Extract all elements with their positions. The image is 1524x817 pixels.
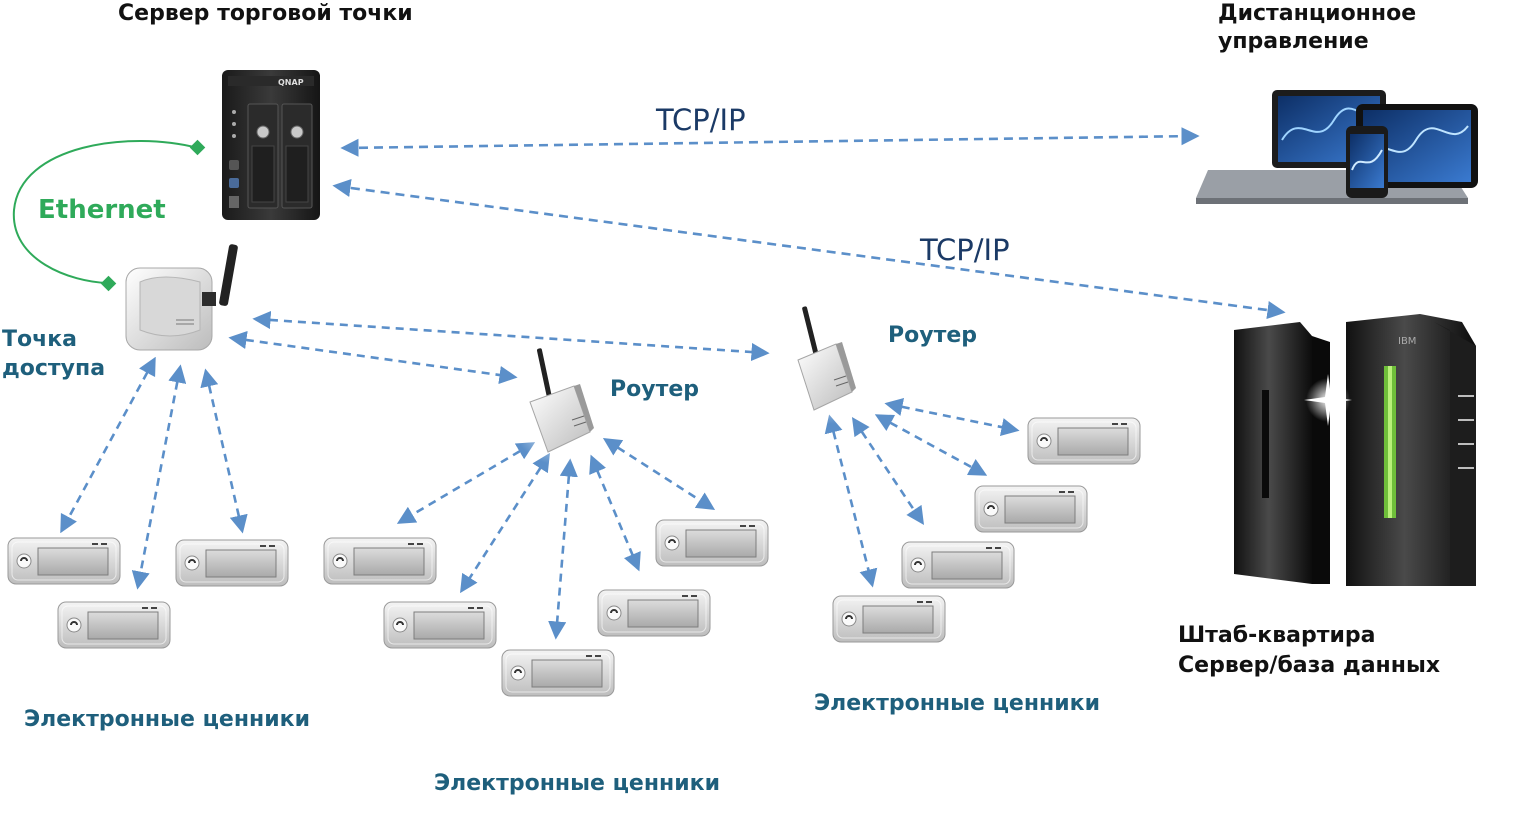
ap-router1-arrow	[228, 330, 518, 385]
r1-tag-a	[396, 442, 536, 524]
router-2-icon	[782, 306, 874, 424]
tcpip-links	[332, 127, 1286, 320]
ap-router2-arrow	[252, 310, 770, 362]
tcpip-arrow-remote	[340, 127, 1200, 157]
price-tag	[501, 649, 615, 697]
hq-label-line1: Штаб-квартира	[1178, 623, 1376, 648]
price-tag	[57, 601, 171, 649]
ap-tag2-arrow	[131, 364, 187, 590]
hq-server-icon: IBM	[1234, 314, 1476, 586]
remote-devices-icon	[1196, 90, 1478, 204]
price-tags-label-3: Электронные ценники	[814, 691, 1100, 716]
r1-tag-b	[460, 452, 550, 594]
price-tag	[323, 537, 437, 585]
r1-tag-e	[602, 438, 716, 510]
r1-tag-c	[548, 458, 578, 640]
price-tag	[901, 541, 1015, 589]
price-tags-group-3	[832, 417, 1141, 643]
r2-tag-c	[851, 416, 925, 526]
price-tags-label-1: Электронные ценники	[24, 707, 310, 732]
nas-brand-label: QNAP	[278, 78, 304, 87]
price-tag	[832, 595, 946, 643]
price-tag	[175, 539, 289, 587]
store-server-icon: QNAP	[222, 70, 320, 220]
price-tag	[597, 589, 711, 637]
tcpip-label-2: TCP/IP	[920, 233, 1010, 267]
router-2-label: Роутер	[888, 323, 977, 348]
r2-tag-a	[884, 397, 1020, 437]
access-point-label: Точка доступа	[2, 327, 106, 381]
price-tag	[1027, 417, 1141, 465]
price-tag	[383, 601, 497, 649]
hq-label-line2: Сервер/база данных	[1178, 653, 1441, 678]
mainframe-brand-label: IBM	[1398, 336, 1416, 347]
price-tag	[7, 537, 121, 585]
wireless-links	[60, 310, 1020, 640]
r2-tag-b	[874, 414, 988, 476]
router-1-icon	[514, 348, 606, 465]
price-tag	[974, 485, 1088, 533]
price-tags-group-2	[323, 519, 769, 697]
store-server-label: Сервер торговой точки	[118, 1, 413, 26]
r2-tag-d	[824, 414, 878, 588]
ap-tag3-arrow	[200, 368, 248, 534]
ethernet-label: Ethernet	[38, 195, 166, 225]
router-1-label: Роутер	[610, 377, 699, 402]
r1-tag-d	[589, 454, 641, 572]
ap-tag1-arrow	[60, 356, 156, 534]
access-point-icon	[125, 244, 238, 351]
price-tags-group-1	[7, 537, 289, 649]
tcpip-arrow-hq	[332, 178, 1286, 320]
remote-control-label: Дистанционное управление	[1218, 1, 1417, 54]
tcpip-label-1: TCP/IP	[656, 103, 746, 137]
price-tags-label-2: Электронные ценники	[434, 771, 720, 796]
price-tag	[655, 519, 769, 567]
